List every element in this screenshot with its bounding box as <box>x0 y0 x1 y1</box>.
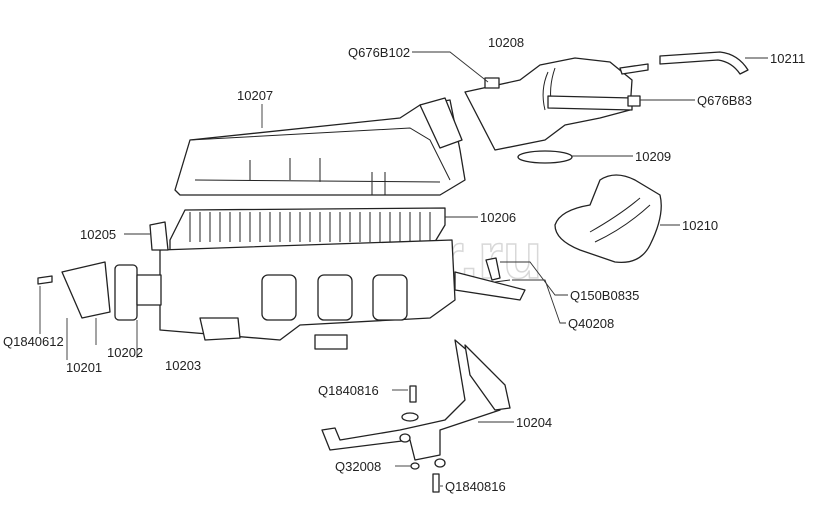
bolt-q1840816-top <box>409 385 417 403</box>
label-10211: 10211 <box>770 51 805 66</box>
label-10203: 10203 <box>165 358 201 373</box>
label-10208: 10208 <box>488 35 524 50</box>
label-q1840816-bottom: Q1840816 <box>445 479 506 494</box>
label-10207: 10207 <box>237 88 273 103</box>
part-10201-inlet <box>61 261 111 319</box>
part-10203-lower-box <box>149 221 526 350</box>
bolt-q1840816-bottom <box>432 473 440 493</box>
label-10202: 10202 <box>107 345 143 360</box>
part-10202-ring <box>114 264 138 321</box>
part-10207-cover <box>174 97 466 196</box>
nut-q32008 <box>410 462 420 470</box>
screw-q150b0835 <box>485 257 501 281</box>
label-q676b83: Q676B83 <box>697 93 752 108</box>
label-q1840612: Q1840612 <box>3 334 64 349</box>
label-10206: 10206 <box>480 210 516 225</box>
part-10210-resonator <box>554 174 662 264</box>
part-10211-hose <box>659 51 749 75</box>
label-10204: 10204 <box>516 415 552 430</box>
label-q1840816-top: Q1840816 <box>318 383 379 398</box>
label-q676b102: Q676B102 <box>348 45 410 60</box>
leader-lines <box>39 51 768 487</box>
label-q40208: Q40208 <box>568 316 614 331</box>
pin-q40208 <box>494 279 511 283</box>
part-10209-clamp <box>517 150 573 164</box>
label-10210: 10210 <box>682 218 718 233</box>
label-q150b0835: Q150B0835 <box>570 288 639 303</box>
label-10209: 10209 <box>635 149 671 164</box>
label-q32008: Q32008 <box>335 459 381 474</box>
part-10208-elbow <box>464 57 649 151</box>
part-10204-bracket <box>321 339 511 468</box>
screw-q1840612 <box>37 275 53 285</box>
label-10201: 10201 <box>66 360 102 375</box>
label-10205: 10205 <box>80 227 116 242</box>
